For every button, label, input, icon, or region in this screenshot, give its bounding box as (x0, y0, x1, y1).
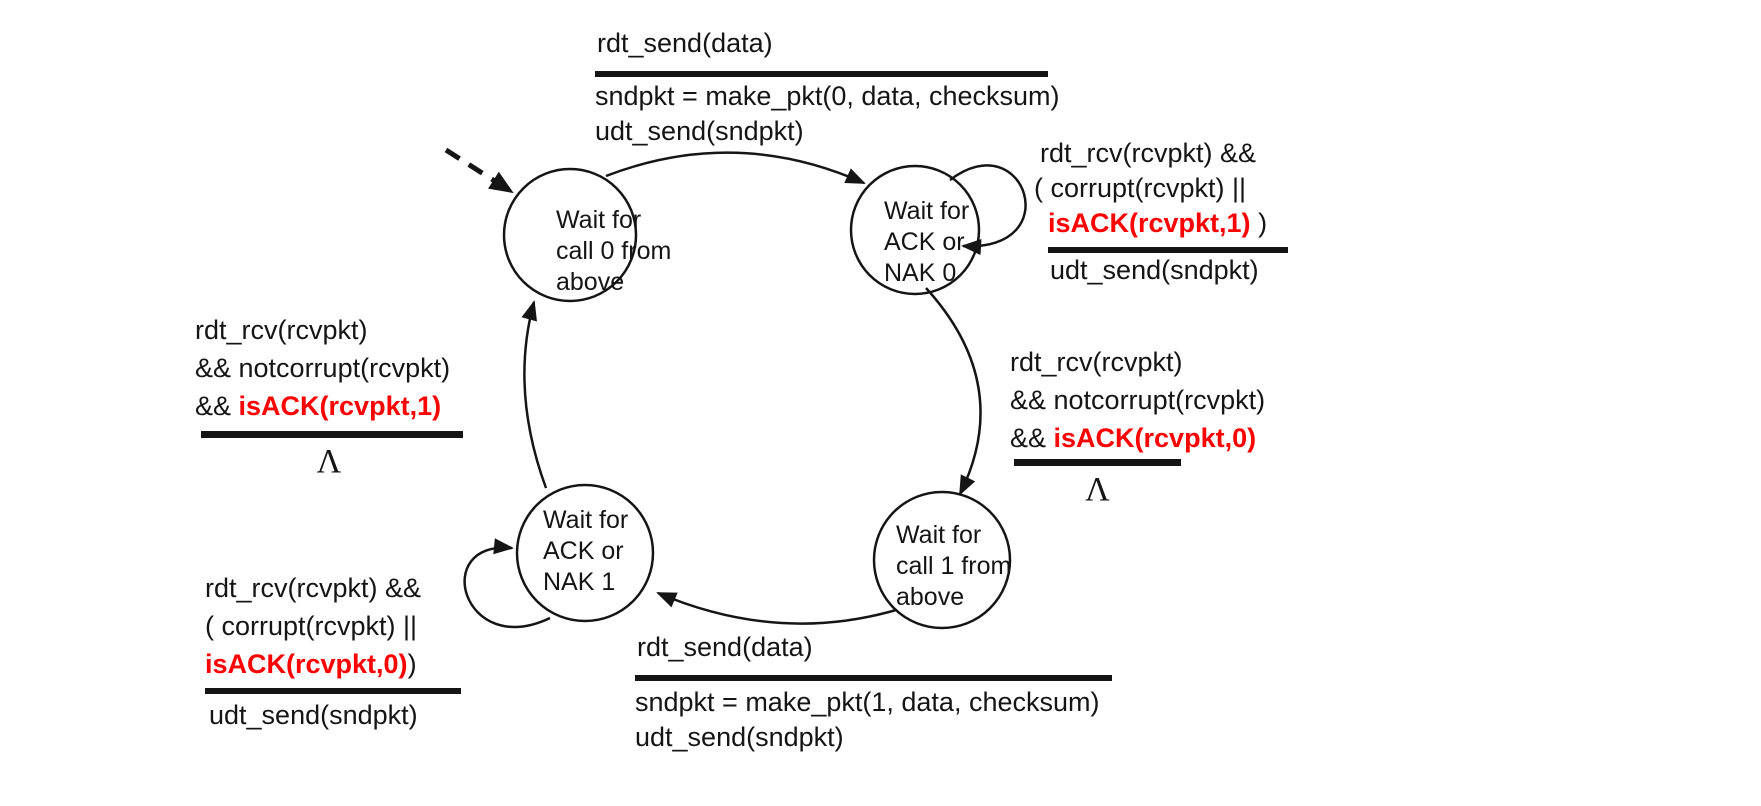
state-label-wait-call1: Wait for call 1 from above (896, 520, 1011, 613)
event-text-highlight: isACK(rcvpkt,1) (238, 391, 442, 421)
event-text: rdt_rcv(rcvpkt) && (1040, 138, 1257, 168)
event-text-tail: ) (1250, 208, 1268, 238)
state-text: Wait for (884, 197, 970, 225)
transition-label-send0: rdt_send(data) sndpkt = make_pkt(0, data… (595, 26, 1059, 149)
event-text-prefix: && (1010, 423, 1054, 453)
event-text: rdt_rcv(rcvpkt) (195, 315, 368, 345)
event-text-prefix: && (195, 391, 239, 421)
action-text: udt_send(sndpkt) (635, 722, 844, 752)
event-text: && notcorrupt(rcvpkt) (1010, 385, 1266, 415)
event-text: && notcorrupt(rcvpkt) (195, 353, 451, 383)
state-circle-wait-acknak1 (515, 483, 655, 623)
state-text: ACK or (543, 537, 624, 565)
action-text: sndpkt = make_pkt(0, data, checksum) (595, 81, 1060, 111)
event-action-separator (595, 71, 1048, 77)
event-text-tail: ) (407, 649, 417, 679)
lambda-no-action: Λ (1085, 471, 1110, 508)
event-action-separator (635, 675, 1112, 681)
action-text: udt_send(sndpkt) (209, 700, 418, 730)
event-action-separator (205, 688, 461, 694)
action-text: udt_send(sndpkt) (1050, 255, 1259, 285)
state-text: Wait for (556, 206, 642, 234)
self-loop-arrow-resend0 (949, 164, 1027, 255)
state-text: above (896, 583, 965, 611)
transition-arrow-send0 (605, 151, 866, 185)
state-circle-wait-call1 (872, 490, 1012, 630)
state-label-wait-call0: Wait for call 0 from above (556, 205, 671, 298)
event-text: ( corrupt(rcvpkt) || (1034, 173, 1247, 203)
event-text: && isACK(rcvpkt,1) (195, 387, 465, 425)
event-action-separator (1014, 459, 1181, 466)
transition-arrow-send1 (656, 591, 897, 625)
event-text-highlight: isACK(rcvpkt,1) (1048, 208, 1251, 238)
event-text-highlight: isACK(rcvpkt,0) (1053, 423, 1257, 453)
lambda-no-action: Λ (316, 443, 342, 480)
event-text: isACK(rcvpkt,1) ) (1034, 206, 1288, 241)
state-label-wait-acknak0: Wait for ACK or NAK 0 (884, 196, 969, 289)
transition-label-send1: rdt_send(data) sndpkt = make_pkt(1, data… (635, 630, 1112, 755)
transition-label-resend1: rdt_rcv(rcvpkt) && ( corrupt(rcvpkt) || … (205, 569, 461, 734)
state-text: above (556, 268, 625, 296)
action-text: sndpkt = make_pkt(1, data, checksum) (635, 687, 1100, 717)
state-text: ACK or (884, 228, 965, 256)
state-circle-wait-call0 (502, 167, 638, 303)
transition-arrow-ack0 (925, 287, 982, 496)
event-text: isACK(rcvpkt,0)) (205, 645, 461, 683)
event-text: rdt_send(data) (637, 632, 813, 662)
self-loop-arrow-resend1 (463, 538, 551, 629)
event-action-separator (1048, 247, 1288, 253)
action-text: udt_send(sndpkt) (595, 116, 804, 146)
state-text: NAK 1 (543, 568, 616, 596)
initial-state-arrow (444, 147, 514, 195)
event-action-separator (201, 431, 463, 438)
event-text: rdt_send(data) (597, 28, 773, 58)
state-text: call 1 from (896, 552, 1012, 580)
transition-arrow-ack1 (521, 300, 548, 489)
state-text: call 0 from (556, 237, 672, 265)
transition-label-ack1: rdt_rcv(rcvpkt) && notcorrupt(rcvpkt) &&… (195, 311, 465, 480)
event-text-highlight: isACK(rcvpkt,0) (205, 649, 408, 679)
event-text: ( corrupt(rcvpkt) || (205, 611, 418, 641)
state-text: Wait for (896, 521, 982, 549)
state-circle-wait-acknak0 (849, 164, 981, 296)
event-text: && isACK(rcvpkt,0) (1010, 419, 1256, 457)
transition-label-ack0: rdt_rcv(rcvpkt) && notcorrupt(rcvpkt) &&… (1010, 343, 1266, 508)
state-text: NAK 0 (884, 259, 957, 287)
state-text: Wait for (543, 506, 629, 534)
transition-label-resend0: rdt_rcv(rcvpkt) && ( corrupt(rcvpkt) || … (1034, 136, 1288, 288)
state-label-wait-acknak1: Wait for ACK or NAK 1 (543, 505, 628, 598)
event-text: rdt_rcv(rcvpkt) (1010, 347, 1183, 377)
event-text: rdt_rcv(rcvpkt) && (205, 573, 422, 603)
